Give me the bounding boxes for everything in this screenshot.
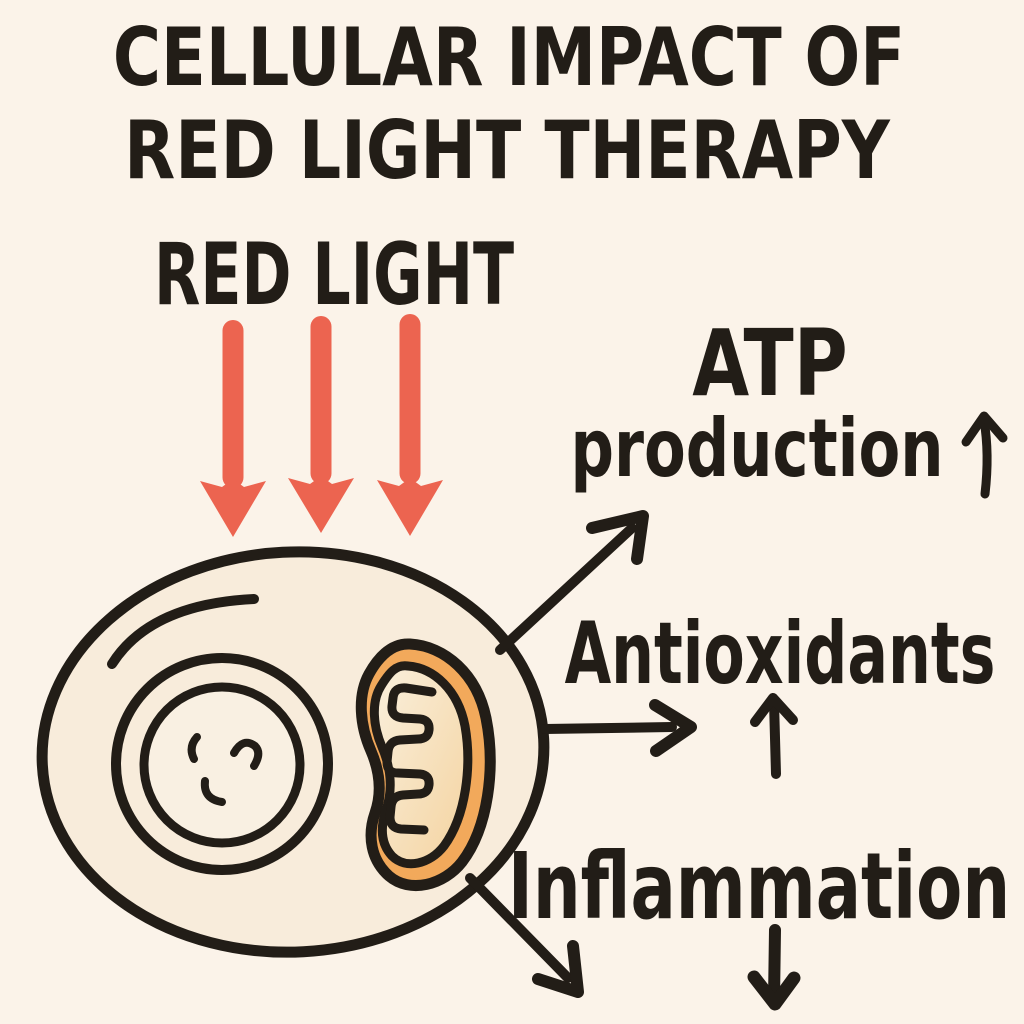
red-light-label: RED LIGHT [153, 225, 515, 325]
atp-label: ATP [692, 310, 848, 417]
inflammation-down-arrow-icon [747, 924, 801, 1011]
arrow-to-inflammation-icon [465, 873, 584, 998]
title-line-2: RED LIGHT THERAPY [124, 104, 890, 197]
title-line-1: CELLULAR IMPACT OF [112, 11, 906, 104]
antioxidants-label: Antioxidants [564, 604, 996, 704]
cristae-icon [382, 683, 437, 835]
arrow-to-antioxidants-icon [540, 699, 697, 757]
atp-production-label: production [570, 402, 944, 495]
red-arrow-icon [200, 320, 266, 537]
red-light-arrows-icon [200, 314, 443, 537]
red-arrow-icon [288, 316, 354, 533]
antioxidants-up-arrow-icon [750, 693, 798, 779]
red-arrow-icon [377, 314, 443, 536]
inflammation-label: Inflammation [507, 833, 1011, 940]
cell-icon [36, 546, 550, 958]
membrane-highlight-icon [107, 594, 259, 669]
mitochondrion-icon [355, 638, 496, 891]
arrow-to-atp-icon [495, 510, 649, 655]
nucleus-icon [111, 653, 333, 875]
production-up-arrow-icon [961, 411, 1008, 499]
